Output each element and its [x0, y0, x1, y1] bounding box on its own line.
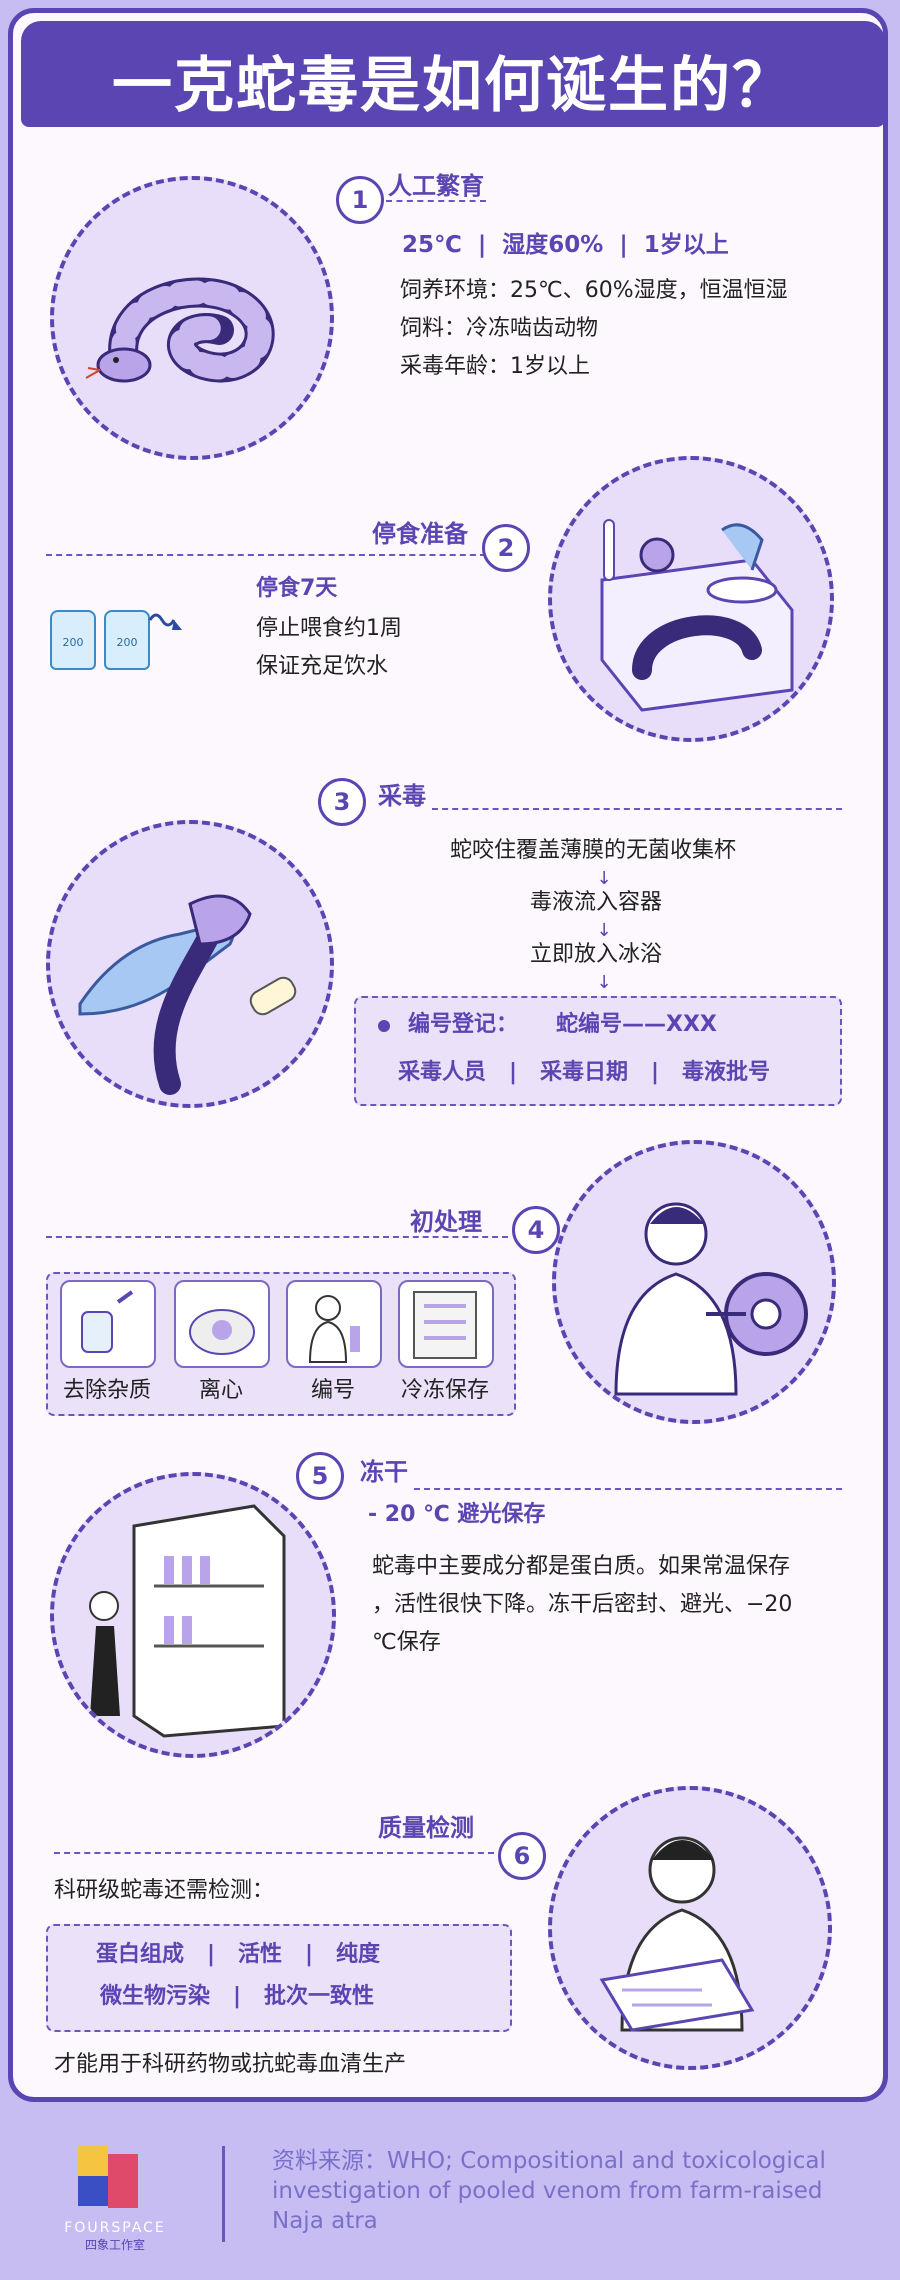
section-heading-5: 冻干 [360, 1458, 408, 1486]
divider-3 [432, 808, 842, 810]
s5-body2: ，活性很快下降。冻干后密封、避光、−20 [372, 1592, 793, 1617]
title-bar: 一克蛇毒是如何诞生的？ [21, 21, 885, 127]
scientist-icon [614, 1202, 808, 1396]
s6-intro: 科研级蛇毒还需检测： [54, 1878, 275, 1903]
venom-extraction-illustration [46, 820, 334, 1108]
step-number-4: 4 [512, 1206, 560, 1254]
freeze-dry-illustration [50, 1472, 336, 1758]
step-number-3: 3 [318, 778, 366, 826]
s5-body3: ℃保存 [372, 1630, 441, 1655]
bottle-label: 200 [116, 636, 138, 649]
snake-box-illustration [548, 456, 834, 742]
labeling-person-icon [308, 1295, 360, 1363]
labeling-image [286, 1280, 382, 1368]
lab-worker-illustration [552, 1140, 836, 1424]
s3-step3: 立即放入冰浴 [530, 942, 663, 967]
s1-line2: 饲料：冷冻啮齿动物 [400, 316, 599, 341]
registration-box [354, 996, 842, 1106]
tests-box [46, 1924, 512, 2032]
s1-line3: 采毒年龄：1岁以上 [400, 354, 590, 379]
process-label-1: 去除杂质 [62, 1378, 151, 1403]
logo: FOURSPACE 四象工作室 [60, 2146, 170, 2252]
divider-2 [46, 554, 486, 556]
centrifuge-icon [189, 1309, 255, 1355]
s6-outro: 才能用于科研药物或抗蛇毒血清生产 [54, 2052, 407, 2077]
down-arrow-icon: ↓ [596, 920, 612, 941]
bottle-label: 200 [62, 636, 84, 649]
divider-4 [46, 1236, 508, 1238]
quality-check-illustration [548, 1786, 832, 2070]
step-number-6: 6 [498, 1832, 546, 1880]
wave-arrow-icon [148, 613, 182, 630]
divider-6 [54, 1852, 494, 1854]
step-number-1: 1 [336, 176, 384, 224]
divider-1 [386, 200, 486, 202]
s2-line1: 停止喂食约1周 [256, 616, 402, 641]
puzzle-logo-icon [78, 2146, 138, 2208]
s1-line1: 饲养环境：25℃、60%湿度，恒温恒湿 [400, 278, 788, 303]
freezer-icon [413, 1291, 477, 1359]
reg-fields: 采毒人员 | 采毒日期 | 毒液批号 [398, 1060, 770, 1085]
section-heading-4: 初处理 [410, 1208, 482, 1236]
dropper-icon [81, 1290, 134, 1353]
footer-divider [222, 2146, 225, 2242]
reg-value: 蛇编号——XXX [556, 1012, 717, 1037]
snake-illustration [50, 176, 334, 460]
impurity-removal-image [60, 1280, 156, 1368]
s3-step2: 毒液流入容器 [530, 890, 663, 915]
section-heading-6: 质量检测 [378, 1814, 474, 1842]
s5-sub: - 20 ℃ 避光保存 [368, 1502, 546, 1527]
divider-5 [414, 1488, 842, 1490]
tests-row1: 蛋白组成 | 活性 | 纯度 [96, 1942, 380, 1967]
water-bottle-icon: 200 [50, 610, 96, 670]
step-number-2: 2 [482, 524, 530, 572]
brand-name-cn: 四象工作室 [84, 2238, 145, 2252]
reg-label: 编号登记： [408, 1012, 519, 1037]
down-arrow-icon: ↓ [596, 972, 612, 993]
water-bottle-icon: 200 [104, 610, 150, 670]
s5-body1: 蛇毒中主要成分都是蛋白质。如果常温保存 [372, 1554, 791, 1579]
centrifuge-image [174, 1280, 270, 1368]
freezer-image [398, 1280, 494, 1368]
source-text: 资料来源：WHO; Compositional and toxicologica… [272, 2148, 826, 2234]
step-number-5: 5 [296, 1452, 344, 1500]
page-title: 一克蛇毒是如何诞生的？ [112, 51, 794, 121]
storage-cabinet-icon [89, 1504, 286, 1738]
s3-step1: 蛇咬住覆盖薄膜的无菌收集杯 [450, 838, 737, 863]
section-heading-2: 停食准备 [372, 520, 468, 548]
bullet-dot [378, 1020, 390, 1032]
s1-summary: 25℃ | 湿度60% | 1岁以上 [402, 232, 729, 258]
process-label-3: 编号 [310, 1378, 355, 1403]
snake-icon [85, 277, 275, 383]
section-heading-1: 人工繁育 [388, 172, 484, 200]
process-label-4: 冷冻保存 [400, 1378, 489, 1403]
down-arrow-icon: ↓ [596, 868, 612, 889]
section-heading-3: 采毒 [378, 782, 426, 810]
gloved-hand-snake-icon [78, 894, 297, 1095]
s2-sub: 停食7天 [256, 576, 338, 601]
tests-row2: 微生物污染 | 批次一致性 [100, 1984, 374, 2009]
s2-line2: 保证充足饮水 [256, 654, 389, 679]
container-icon [600, 519, 794, 712]
brand-name: FOURSPACE [64, 2220, 166, 2236]
researcher-writing-icon [599, 1836, 755, 2032]
process-label-2: 离心 [198, 1378, 243, 1403]
